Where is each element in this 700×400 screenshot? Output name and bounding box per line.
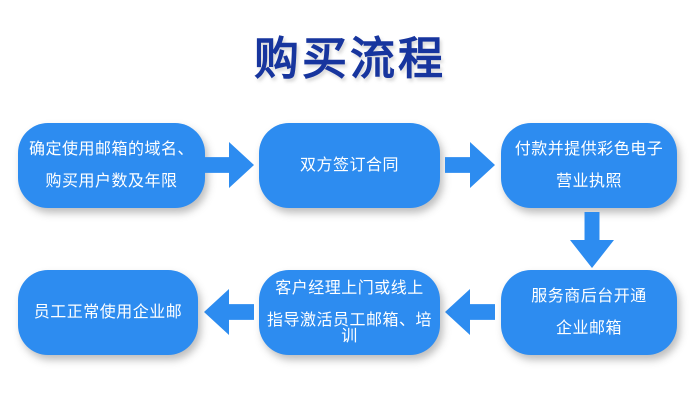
arrow-left-icon (445, 289, 495, 335)
step-text-line: 双方签订合同 (299, 156, 399, 174)
step-text-line: 购买用户数及年限 (45, 172, 178, 190)
arrow-right-icon (445, 142, 495, 188)
flow-step-1-domain-and-users: 确定使用邮箱的域名、 购买用户数及年限 (18, 123, 205, 208)
page-title: 购买流程 (253, 33, 446, 84)
step-text-line: 员工正常使用企业邮 (33, 303, 183, 321)
step-text-line: 确定使用邮箱的域名、 (28, 140, 194, 158)
step-text-line: 付款并提供彩色电子 (514, 140, 664, 158)
step-text-line: 指导激活员工邮箱、培训 (266, 311, 432, 345)
flow-step-4-provider-activation: 服务商后台开通 企业邮箱 (501, 270, 677, 355)
step-text-line: 营业执照 (555, 172, 622, 190)
step-text-line: 客户经理上门或线上 (275, 279, 424, 297)
flow-step-6-normal-use: 员工正常使用企业邮 (18, 270, 198, 355)
step-text-line: 服务商后台开通 (531, 287, 647, 305)
arrow-left-icon (204, 289, 254, 335)
arrow-down-icon (570, 212, 614, 268)
flow-step-3-payment-license: 付款并提供彩色电子 营业执照 (501, 123, 677, 208)
step-text-line: 企业邮箱 (555, 319, 622, 337)
flow-step-2-sign-contract: 双方签订合同 (259, 123, 440, 208)
flow-step-5-manager-training: 客户经理上门或线上 指导激活员工邮箱、培训 (259, 270, 440, 355)
arrow-right-icon (204, 142, 254, 188)
